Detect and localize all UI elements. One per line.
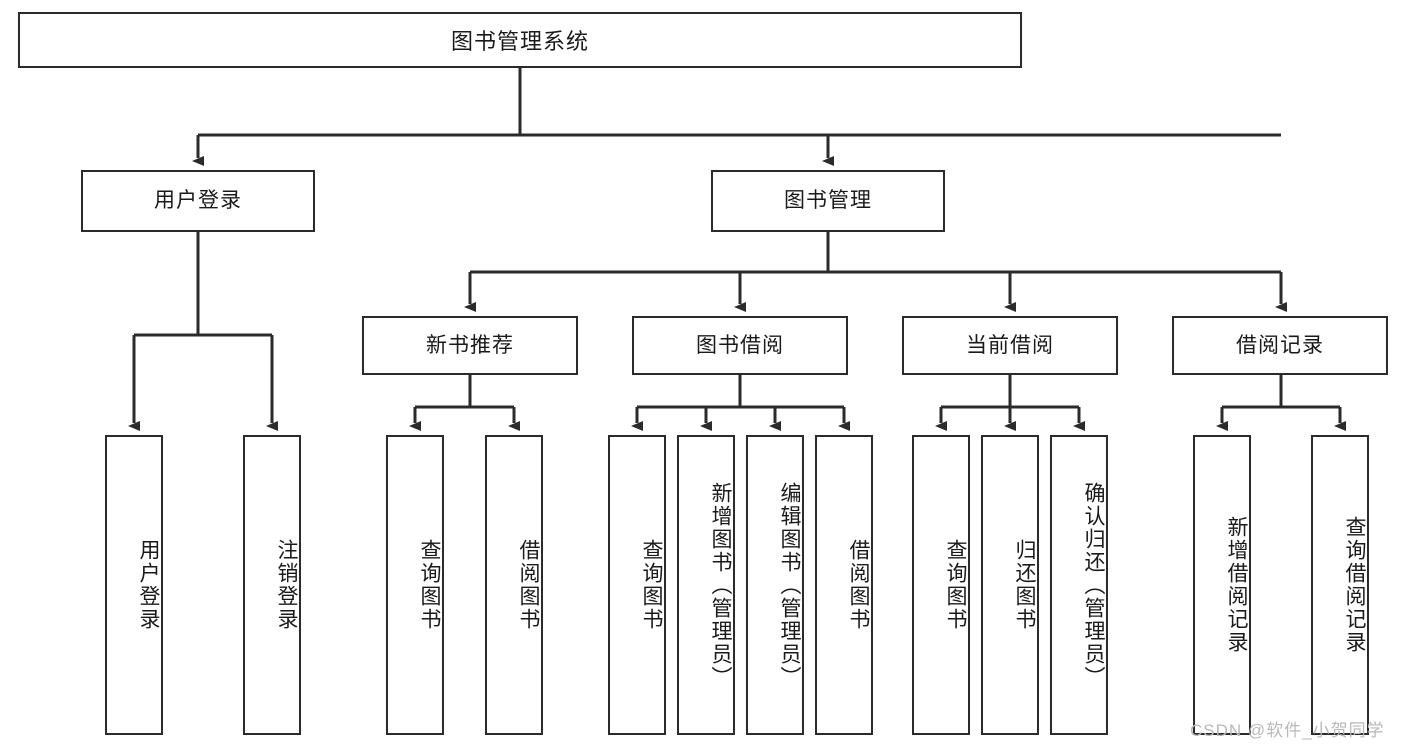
node-leaf-current-confirm-label: 确认归还（管理员） xyxy=(1082,481,1105,689)
node-leaf-borrow-query-label: 查询图书 xyxy=(640,539,663,631)
node-book-management-label: 图书管理 xyxy=(784,189,872,213)
node-book-borrow-label: 图书借阅 xyxy=(696,333,784,357)
node-current-borrow-label: 当前借阅 xyxy=(966,333,1054,357)
node-leaf-record-add-label: 新增借阅记录 xyxy=(1225,516,1248,654)
node-leaf-newbook-query-label: 查询图书 xyxy=(418,539,441,631)
node-leaf-current-query-label: 查询图书 xyxy=(944,539,967,631)
node-book-management[interactable]: 图书管理 xyxy=(711,170,945,232)
node-current-borrow[interactable]: 当前借阅 xyxy=(902,316,1118,375)
node-new-book-recommend-label: 新书推荐 xyxy=(426,333,514,357)
node-leaf-borrow-query[interactable]: 查询图书 xyxy=(608,435,666,735)
node-leaf-logout[interactable]: 注销登录 xyxy=(243,435,301,735)
node-leaf-record-query-label: 查询借阅记录 xyxy=(1343,516,1366,654)
node-leaf-record-add[interactable]: 新增借阅记录 xyxy=(1193,435,1251,735)
watermark: CSDN @软件_小贺同学 xyxy=(1190,721,1385,740)
node-leaf-record-query[interactable]: 查询借阅记录 xyxy=(1311,435,1369,735)
node-leaf-current-return-label: 归还图书 xyxy=(1013,539,1036,631)
node-leaf-logout-label: 注销登录 xyxy=(275,539,298,631)
node-borrow-record-label: 借阅记录 xyxy=(1236,333,1324,357)
node-book-borrow[interactable]: 图书借阅 xyxy=(632,316,848,375)
node-root-label: 图书管理系统 xyxy=(450,29,589,54)
node-leaf-newbook-query[interactable]: 查询图书 xyxy=(386,435,444,735)
node-leaf-current-query[interactable]: 查询图书 xyxy=(912,435,970,735)
node-user-login-label: 用户登录 xyxy=(154,189,242,213)
node-leaf-borrow-add[interactable]: 新增图书（管理员） xyxy=(677,435,735,735)
node-leaf-borrow-edit[interactable]: 编辑图书（管理员） xyxy=(746,435,804,735)
node-user-login[interactable]: 用户登录 xyxy=(81,170,315,232)
node-leaf-borrow-edit-label: 编辑图书（管理员） xyxy=(778,481,801,689)
node-leaf-borrow-add-label: 新增图书（管理员） xyxy=(709,481,732,689)
node-leaf-current-return[interactable]: 归还图书 xyxy=(981,435,1039,735)
node-new-book-recommend[interactable]: 新书推荐 xyxy=(362,316,578,375)
node-root-system[interactable]: 图书管理系统 xyxy=(18,12,1022,68)
node-leaf-user-login-label: 用户登录 xyxy=(137,539,160,631)
node-leaf-newbook-borrow-label: 借阅图书 xyxy=(517,539,540,631)
node-leaf-current-confirm[interactable]: 确认归还（管理员） xyxy=(1050,435,1108,735)
node-borrow-record[interactable]: 借阅记录 xyxy=(1172,316,1388,375)
node-leaf-borrow-do-label: 借阅图书 xyxy=(847,539,870,631)
node-leaf-newbook-borrow[interactable]: 借阅图书 xyxy=(485,435,543,735)
node-leaf-user-login[interactable]: 用户登录 xyxy=(105,435,163,735)
node-leaf-borrow-do[interactable]: 借阅图书 xyxy=(815,435,873,735)
